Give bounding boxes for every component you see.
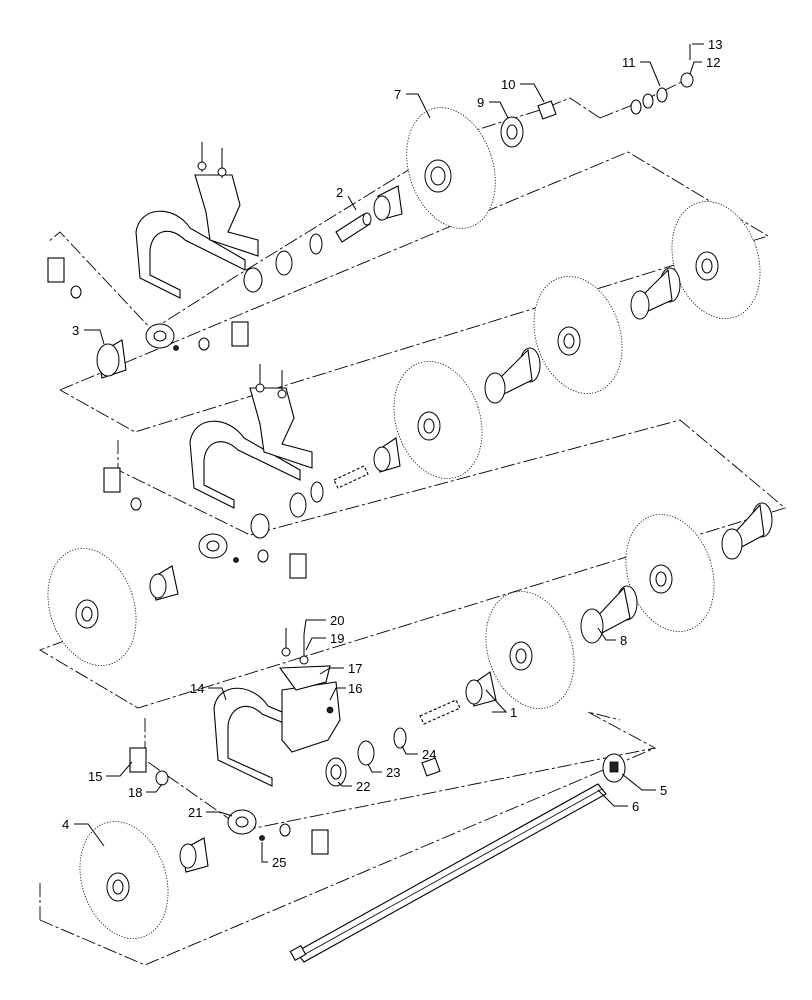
plate-10	[537, 100, 557, 120]
callout-14: 14	[190, 681, 204, 696]
pin-25	[259, 835, 265, 841]
washer-11	[656, 87, 668, 103]
callout-11: 11	[622, 55, 636, 70]
callout-21: 21	[188, 805, 202, 820]
bell-row2	[149, 565, 179, 601]
ring-24	[393, 727, 407, 749]
callout-20: 20	[330, 613, 344, 628]
bolts-19-20	[281, 628, 309, 665]
bushing-18	[155, 770, 169, 786]
bracket-middle	[189, 364, 313, 509]
callout-24: 24	[422, 747, 436, 762]
callout-17: 17	[348, 661, 362, 676]
scraper-discs	[47, 107, 761, 939]
callout-4: 4	[62, 817, 69, 832]
callout-12: 12	[706, 55, 720, 70]
bell-top	[373, 185, 403, 221]
pins-and-shaft	[289, 212, 607, 963]
callout-22: 22	[356, 779, 370, 794]
washer-23	[357, 740, 375, 766]
washers	[243, 44, 694, 787]
plate-17	[278, 665, 331, 691]
callout-2: 2	[336, 185, 343, 200]
nut-12	[680, 72, 694, 88]
callout-18: 18	[128, 785, 142, 800]
callout-9: 9	[477, 95, 484, 110]
callout-1: 1	[510, 705, 517, 720]
callout-3: 3	[72, 323, 79, 338]
hardware	[47, 44, 694, 855]
callout-23: 23	[386, 765, 400, 780]
bell-1	[465, 671, 497, 707]
clamp-15	[129, 747, 147, 773]
bell-3	[96, 339, 127, 379]
spool-row1a	[630, 267, 681, 320]
callout-labels: 1 2 3 4 5 6 7 8 9 10 11 12 13 14 15 16 1…	[62, 37, 722, 870]
callout-25: 25	[272, 855, 286, 870]
spool-row1b	[484, 347, 541, 404]
pin-2	[335, 213, 371, 243]
spool-row2a	[721, 502, 773, 560]
callout-6: 6	[632, 799, 639, 814]
callout-13: 13	[708, 37, 722, 52]
bearing-housings	[47, 257, 329, 855]
callout-15: 15	[88, 769, 102, 784]
callout-16: 16	[348, 681, 362, 696]
callout-5: 5	[660, 783, 667, 798]
pin-row1	[333, 465, 369, 489]
bell-row1	[373, 437, 401, 473]
callout-7: 7	[394, 87, 401, 102]
assembly-centerlines	[38, 77, 786, 966]
bell-4	[179, 837, 209, 873]
bracket-top	[135, 142, 259, 299]
disc-7	[406, 107, 496, 229]
spool-8	[580, 585, 638, 644]
callout-10: 10	[501, 77, 515, 92]
plate-16	[281, 681, 341, 753]
bracket-14	[213, 687, 297, 787]
spacer-spools	[96, 185, 773, 873]
callout-8: 8	[620, 633, 627, 648]
callout-19: 19	[330, 631, 344, 646]
leader-lines	[74, 43, 704, 863]
pin-row2	[419, 699, 461, 725]
